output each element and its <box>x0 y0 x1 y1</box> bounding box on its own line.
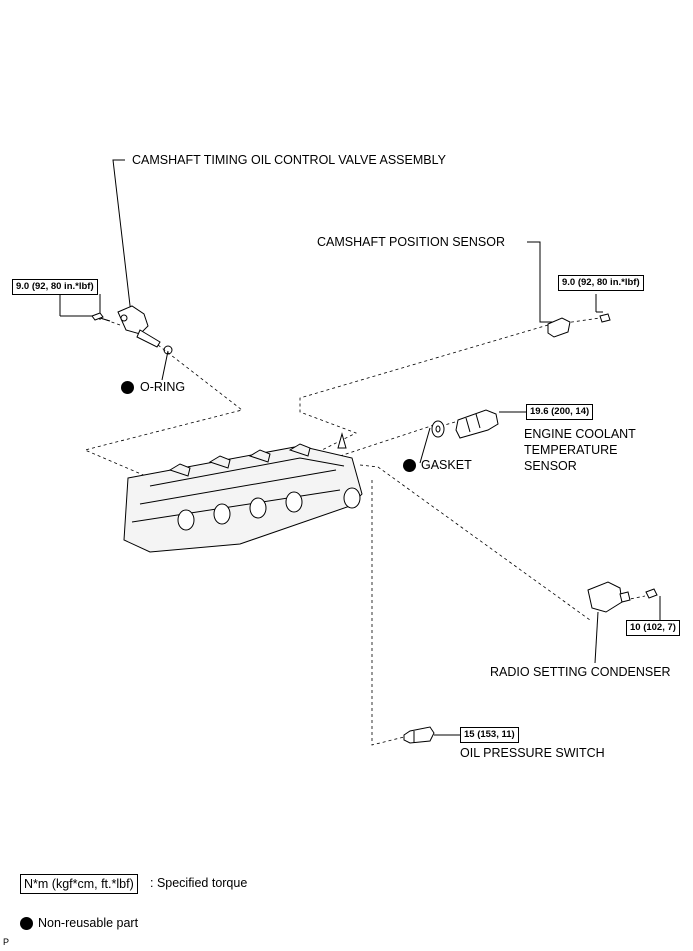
oil-switch-torque: 15 (153, 11) <box>460 727 519 743</box>
condenser-torque: 10 (102, 7) <box>626 620 680 636</box>
cam-valve-torque: 9.0 (92, 80 in.*lbf) <box>12 279 98 295</box>
cam-sensor-torque: 9.0 (92, 80 in.*lbf) <box>558 275 644 291</box>
valve-bolt-part <box>91 312 111 322</box>
coolant-sensor-label-3: SENSOR <box>524 459 577 473</box>
cam-position-sensor-part <box>547 313 611 338</box>
oil-switch-label: OIL PRESSURE SWITCH <box>460 746 605 760</box>
coolant-sensor-torque: 19.6 (200, 14) <box>526 404 594 420</box>
cam-valve-label: CAMSHAFT TIMING OIL CONTROL VALVE ASSEMB… <box>132 153 446 167</box>
coolant-sensor-label-1: ENGINE COOLANT <box>524 427 636 441</box>
o-ring-part <box>163 345 173 355</box>
legend-nonreusable-desc: Non-reusable part <box>38 916 139 930</box>
legend-torque-desc: : Specified torque <box>150 876 248 890</box>
legend-nonreusable-dot <box>20 917 33 930</box>
cylinder-head-part <box>123 432 363 553</box>
oil-control-valve-part <box>117 305 161 348</box>
corner-mark: P <box>3 937 10 947</box>
coolant-sensor-label-2: TEMPERATURE <box>524 443 618 457</box>
radio-condenser-part <box>587 581 658 613</box>
gasket-nonreusable-dot <box>403 459 416 472</box>
cam-sensor-label: CAMSHAFT POSITION SENSOR <box>317 235 505 249</box>
condenser-label: RADIO SETTING CONDENSER <box>490 665 671 679</box>
o-ring-nonreusable-dot <box>121 381 134 394</box>
legend-torque-units: N*m (kgf*cm, ft.*lbf) <box>20 874 138 894</box>
o-ring-label: O-RING <box>140 380 186 394</box>
coolant-sensor-part <box>455 409 499 439</box>
gasket-label: GASKET <box>421 458 472 472</box>
oil-pressure-switch-part <box>403 726 435 744</box>
